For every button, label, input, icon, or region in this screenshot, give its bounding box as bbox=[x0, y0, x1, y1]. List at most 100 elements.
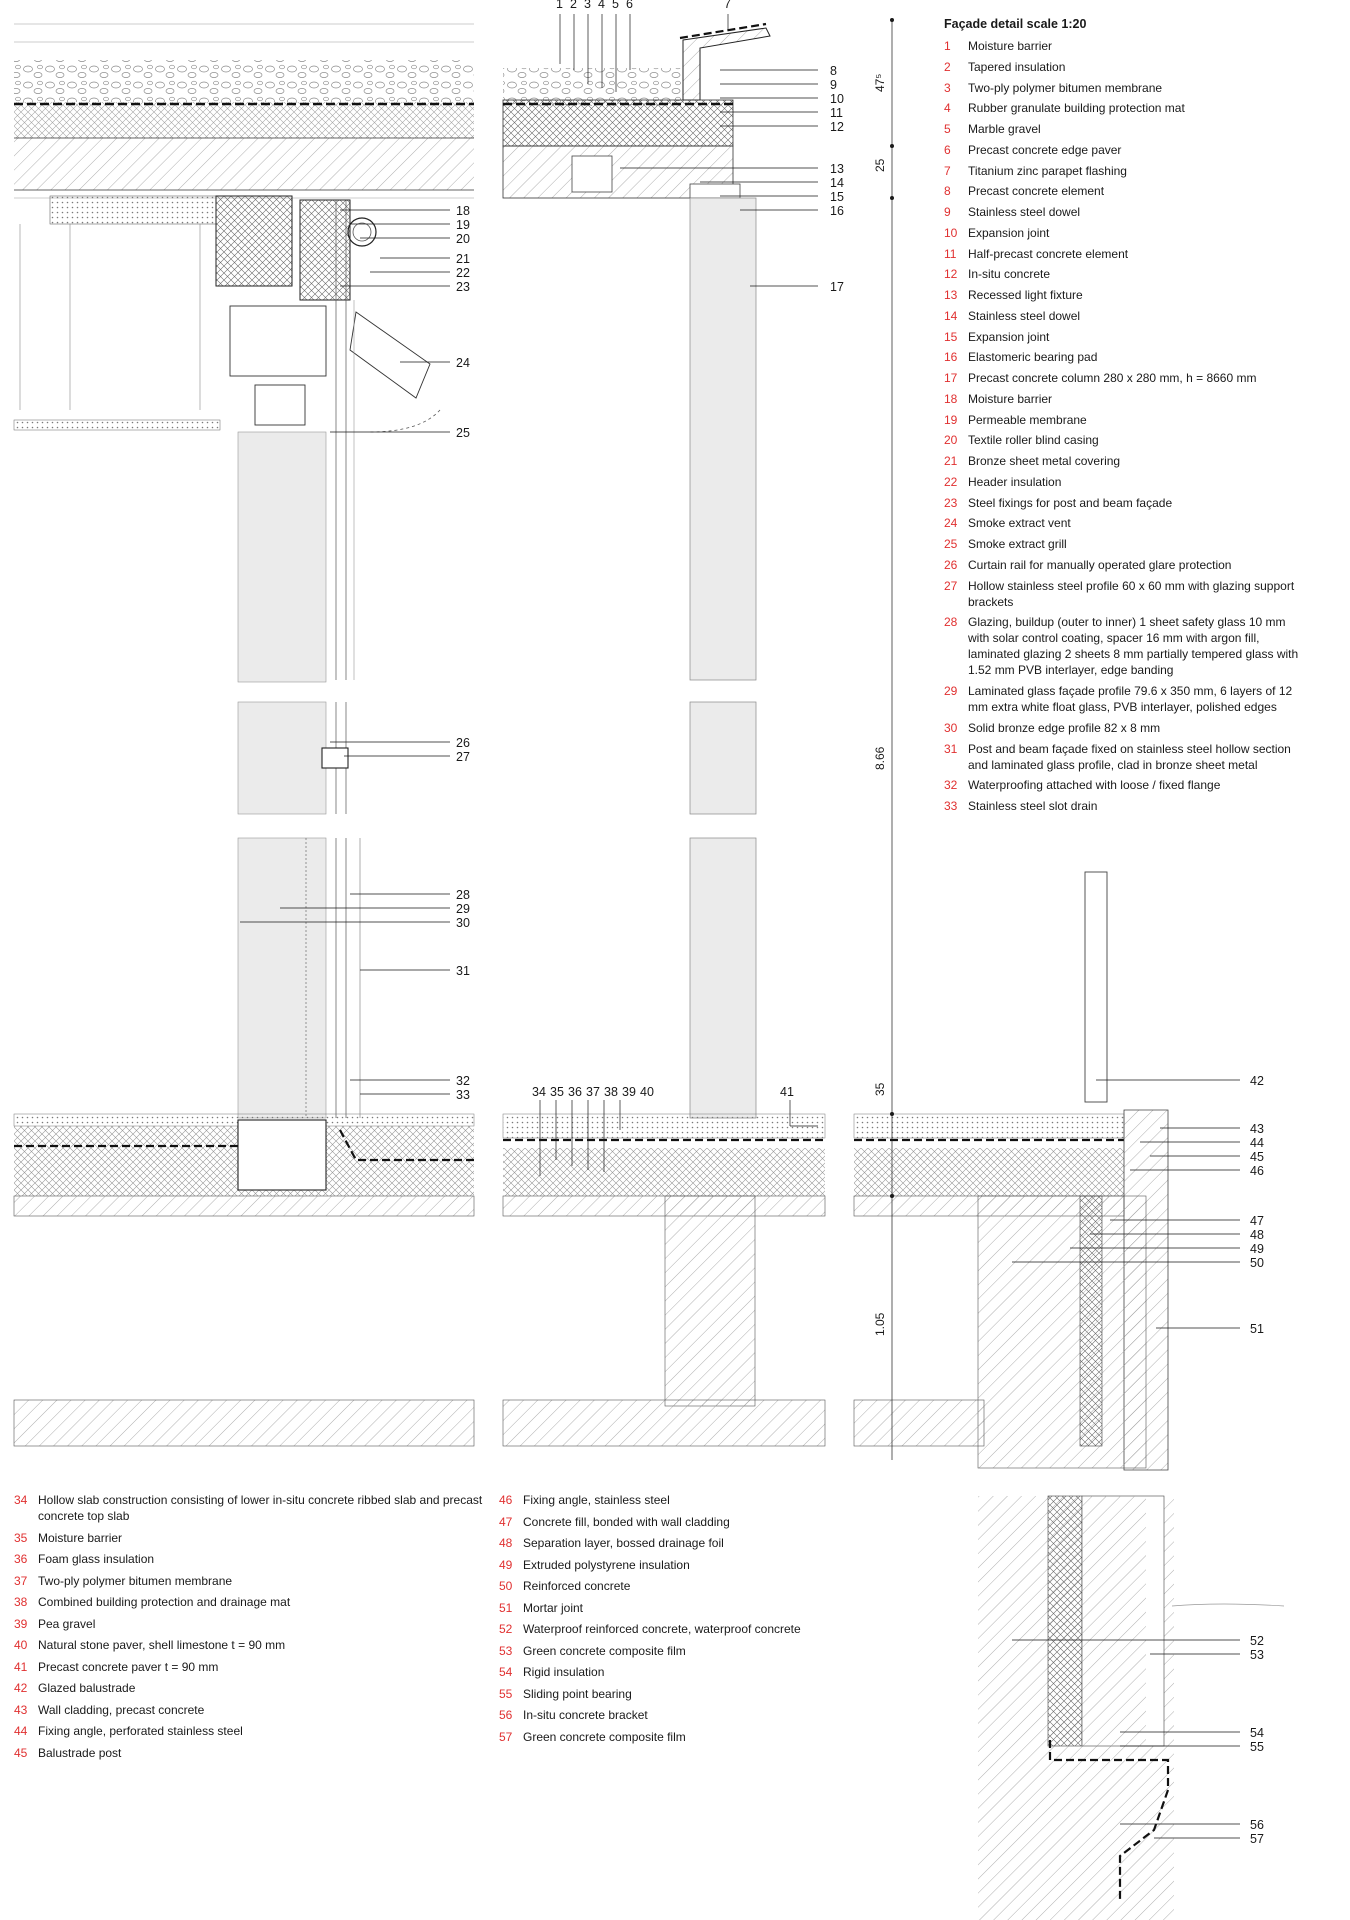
callout-label: 23 bbox=[456, 280, 470, 294]
legend-item-text: In-situ concrete bbox=[968, 267, 1051, 282]
legend-item: 52 Waterproof reinforced concrete, waterp… bbox=[499, 1621, 869, 1637]
legend-item-number: 37 bbox=[14, 1573, 28, 1588]
legend-item-text: Two-ply polymer bitumen membrane bbox=[38, 1573, 233, 1588]
legend-item-text: Expansion joint bbox=[968, 225, 1050, 240]
legend-item-number: 23 bbox=[944, 495, 958, 510]
legend-item-number: 52 bbox=[499, 1622, 513, 1636]
legend-item-text: Precast concrete paver t = 90 mm bbox=[38, 1659, 219, 1674]
callout-label: 34 bbox=[532, 1085, 546, 1099]
dimension-d3: 8.66 bbox=[873, 746, 887, 770]
callout-label: 18 bbox=[456, 204, 470, 218]
legend-item-text: Separation layer, bossed drainage foil bbox=[523, 1536, 724, 1550]
callout-label: 2 bbox=[570, 0, 577, 11]
legend-item-number: 16 bbox=[944, 350, 958, 365]
legend-item-number: 25 bbox=[944, 537, 958, 551]
mullion-section bbox=[237, 701, 757, 815]
legend-item-number: 9 bbox=[944, 205, 951, 219]
legend-item-number: 45 bbox=[14, 1745, 28, 1760]
legend-item-number: 54 bbox=[499, 1665, 513, 1679]
callout-label: 22 bbox=[456, 266, 470, 280]
legend-item-text: Waterproof reinforced concrete, waterpro… bbox=[523, 1622, 801, 1636]
legend-item-text: Rigid insulation bbox=[523, 1665, 605, 1679]
callout-label: 33 bbox=[456, 1088, 470, 1102]
legend-item-text: Laminated glass façade profile 79.6 x 35… bbox=[968, 684, 1293, 714]
legend-item-text: Elastomeric bearing pad bbox=[968, 350, 1098, 365]
legend-item-text: Mortar joint bbox=[523, 1600, 584, 1615]
legend-item-number: 31 bbox=[944, 741, 958, 756]
legend-item-number: 6 bbox=[944, 142, 951, 157]
callout-label: 55 bbox=[1250, 1740, 1264, 1754]
legend-item-number: 21 bbox=[944, 454, 958, 468]
legend-item-number: 3 bbox=[944, 80, 951, 95]
callout-label: 47 bbox=[1250, 1214, 1264, 1228]
dimension-d2: 25 bbox=[873, 158, 887, 172]
legend-item: 19 Permeable membrane bbox=[944, 412, 1304, 428]
callout-label: 56 bbox=[1250, 1818, 1264, 1832]
callout-label: 41 bbox=[780, 1085, 794, 1099]
legend-item-number: 17 bbox=[944, 371, 958, 385]
legend-item: 37 Two-ply polymer bitumen membrane bbox=[14, 1573, 484, 1589]
callout-label: 4 bbox=[598, 0, 605, 11]
legend-item-number: 19 bbox=[944, 412, 958, 427]
legend-item-text: Permeable membrane bbox=[968, 412, 1087, 427]
legend-item-number: 36 bbox=[14, 1552, 28, 1566]
legend-item-text: Solid bronze edge profile 82 x 8 mm bbox=[968, 720, 1161, 735]
callout-label: 25 bbox=[456, 426, 470, 440]
callout-label: 42 bbox=[1250, 1074, 1264, 1088]
legend-item-text: Bronze sheet metal covering bbox=[968, 454, 1121, 468]
roof-section-left bbox=[13, 23, 474, 683]
legend-item-number: 35 bbox=[14, 1530, 28, 1545]
callout-label: 32 bbox=[456, 1074, 470, 1088]
legend-item-text: Natural stone paver, shell limestone t =… bbox=[38, 1638, 286, 1652]
callout-label: 5 bbox=[612, 0, 619, 11]
legend-item-number: 51 bbox=[499, 1600, 513, 1615]
legend-item: 16 Elastomeric bearing pad bbox=[944, 349, 1304, 365]
parapet-section bbox=[502, 22, 771, 681]
legend-item-text: Balustrade post bbox=[38, 1745, 122, 1760]
callout-label: 57 bbox=[1250, 1832, 1264, 1846]
legend-item-number: 10 bbox=[944, 225, 958, 240]
legend-item-number: 43 bbox=[14, 1702, 28, 1717]
floor-section bbox=[13, 837, 1169, 1471]
legend-item-number: 7 bbox=[944, 163, 951, 178]
legend-item: 54 Rigid insulation bbox=[499, 1664, 869, 1680]
callout-label: 45 bbox=[1250, 1150, 1264, 1164]
dimension-d1: 47⁵ bbox=[873, 74, 887, 92]
legend-item-text: Hollow stainless steel profile 60 x 60 m… bbox=[968, 578, 1295, 609]
legend-item-text: Pea gravel bbox=[38, 1616, 96, 1631]
callout-label: 30 bbox=[456, 916, 470, 930]
legend-item-number: 50 bbox=[499, 1579, 513, 1593]
legend-item-text: Moisture barrier bbox=[968, 391, 1053, 406]
callout-label: 15 bbox=[830, 190, 844, 204]
callout-label: 39 bbox=[622, 1085, 636, 1099]
legend-item-number: 2 bbox=[944, 59, 951, 74]
callout-label: 24 bbox=[456, 356, 470, 370]
legend-item-text: Precast concrete column 280 x 280 mm, h … bbox=[968, 371, 1257, 385]
callout-label: 1 bbox=[556, 0, 563, 11]
legend-item-number: 8 bbox=[944, 184, 951, 199]
legend-item-text: Textile roller blind casing bbox=[968, 433, 1099, 448]
legend-item-text: Header insulation bbox=[968, 474, 1062, 489]
callout-label: 49 bbox=[1250, 1242, 1264, 1256]
